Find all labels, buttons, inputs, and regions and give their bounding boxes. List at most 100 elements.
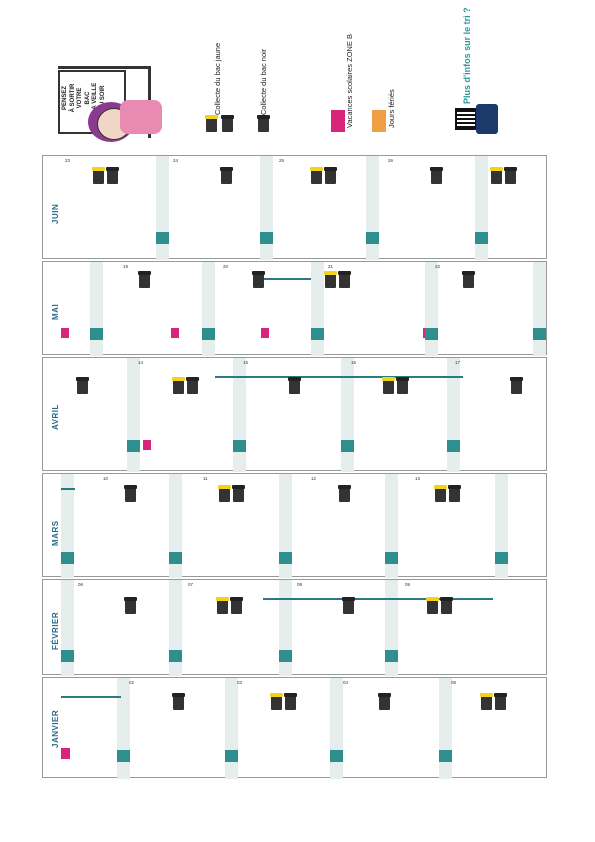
sunday-column: [475, 156, 488, 260]
week-number: 10: [103, 476, 109, 481]
black-bin-icon: [232, 485, 245, 502]
sign-frame: [58, 66, 151, 69]
black-bin-icon: [106, 167, 119, 184]
sunday-marker: [202, 328, 215, 340]
sunday-marker: [385, 552, 398, 564]
black-bin-icon: [124, 597, 137, 614]
black-bin-icon: [396, 377, 409, 394]
sunday-column: [425, 262, 438, 356]
black-bin-label: Collecte du bac noir: [259, 48, 268, 115]
sunday-marker: [366, 232, 379, 244]
yellow-bin-icon: [324, 271, 337, 288]
sunday-marker: [341, 440, 354, 452]
info-label: Plus d'infos sur le tri ?: [462, 7, 472, 104]
black-bin-icon: [510, 377, 523, 394]
yellow-bin-icon: [434, 485, 447, 502]
yellow-bin-icon: [92, 167, 105, 184]
yellow-bin-icon: [426, 597, 439, 614]
month-mars: MARS 10 11 12 13: [42, 473, 547, 578]
black-bin-icon: [440, 597, 453, 614]
sunday-column: [117, 678, 130, 779]
black-bin-icon: [324, 167, 337, 184]
black-bin-icon: [257, 115, 270, 132]
holiday-marker: [143, 440, 151, 450]
black-bin-icon: [462, 271, 475, 288]
sunday-column: [202, 262, 215, 356]
yellow-bin-icon: [218, 485, 231, 502]
yellow-bin-label: Collecte du bac jaune: [213, 42, 222, 115]
month-juin: JUIN 23 24 25 26: [42, 155, 547, 260]
sunday-column: [330, 678, 343, 779]
qr-code-icon: [455, 108, 477, 130]
week-number: 19: [123, 264, 129, 269]
sunday-marker: [279, 650, 292, 662]
sunday-column: [366, 156, 379, 260]
week-number: 11: [203, 476, 208, 481]
week-number: 09: [405, 582, 411, 587]
week-number: 02: [129, 680, 135, 685]
week-number: 23: [65, 158, 71, 163]
sunday-marker: [169, 650, 182, 662]
vacances-swatch: [331, 110, 345, 132]
month-title: AVRIL: [51, 404, 60, 430]
week-number: 07: [188, 582, 194, 587]
yellow-bin-icon: [310, 167, 323, 184]
holiday-marker: [61, 328, 69, 338]
vacation-bar: [61, 696, 121, 698]
month-title: JANVIER: [51, 709, 60, 748]
week-number: 06: [78, 582, 84, 587]
black-bin-icon: [252, 271, 265, 288]
month-mai: MAI 19 20 21 22: [42, 261, 547, 356]
sunday-marker: [225, 750, 238, 762]
week-number: 14: [138, 360, 144, 365]
sunday-marker: [169, 552, 182, 564]
sunday-marker: [495, 552, 508, 564]
sunday-marker: [156, 232, 169, 244]
vacances-label: Vacances scolaires ZONE B: [345, 33, 354, 128]
week-number: 21: [328, 264, 334, 269]
month-fevrier: FÉVRIER 06 07 08 09: [42, 579, 547, 676]
yellow-bin-icon: [480, 693, 493, 710]
sunday-marker: [90, 328, 103, 340]
sunday-column: [90, 262, 103, 356]
sunday-column: [311, 262, 324, 356]
week-number: 24: [173, 158, 179, 163]
black-bin-icon: [76, 377, 89, 394]
month-title: FÉVRIER: [51, 611, 60, 650]
week-number: 04: [343, 680, 349, 685]
sunday-marker: [533, 328, 546, 340]
week-number: 26: [388, 158, 394, 163]
character-body: [120, 100, 162, 134]
sunday-column: [127, 358, 140, 472]
week-number: 03: [237, 680, 243, 685]
yellow-bin-icon: [172, 377, 185, 394]
sunday-marker: [385, 650, 398, 662]
sunday-marker: [447, 440, 460, 452]
black-bin-icon: [172, 693, 185, 710]
sunday-column: [260, 156, 273, 260]
black-bin-icon: [338, 271, 351, 288]
black-bin-icon: [378, 693, 391, 710]
week-number: 22: [435, 264, 441, 269]
sunday-marker: [311, 328, 324, 340]
yellow-bin-icon: [490, 167, 503, 184]
sunday-marker: [61, 552, 74, 564]
black-bin-icon: [288, 377, 301, 394]
week-number: 08: [297, 582, 303, 587]
yellow-bin-icon: [270, 693, 283, 710]
week-number: 20: [223, 264, 229, 269]
black-bin-icon: [124, 485, 137, 502]
vacation-bar: [263, 598, 493, 600]
sunday-marker: [233, 440, 246, 452]
black-bin-icon: [494, 693, 507, 710]
yellow-bin-icon: [382, 377, 395, 394]
sunday-marker: [127, 440, 140, 452]
week-number: 25: [279, 158, 285, 163]
black-bin-icon: [448, 485, 461, 502]
vacation-bar: [215, 376, 463, 378]
sunday-column: [533, 262, 546, 356]
vacation-bar: [261, 278, 311, 280]
black-bin-icon: [504, 167, 517, 184]
week-number: 05: [451, 680, 457, 685]
vacation-bar: [61, 488, 75, 490]
